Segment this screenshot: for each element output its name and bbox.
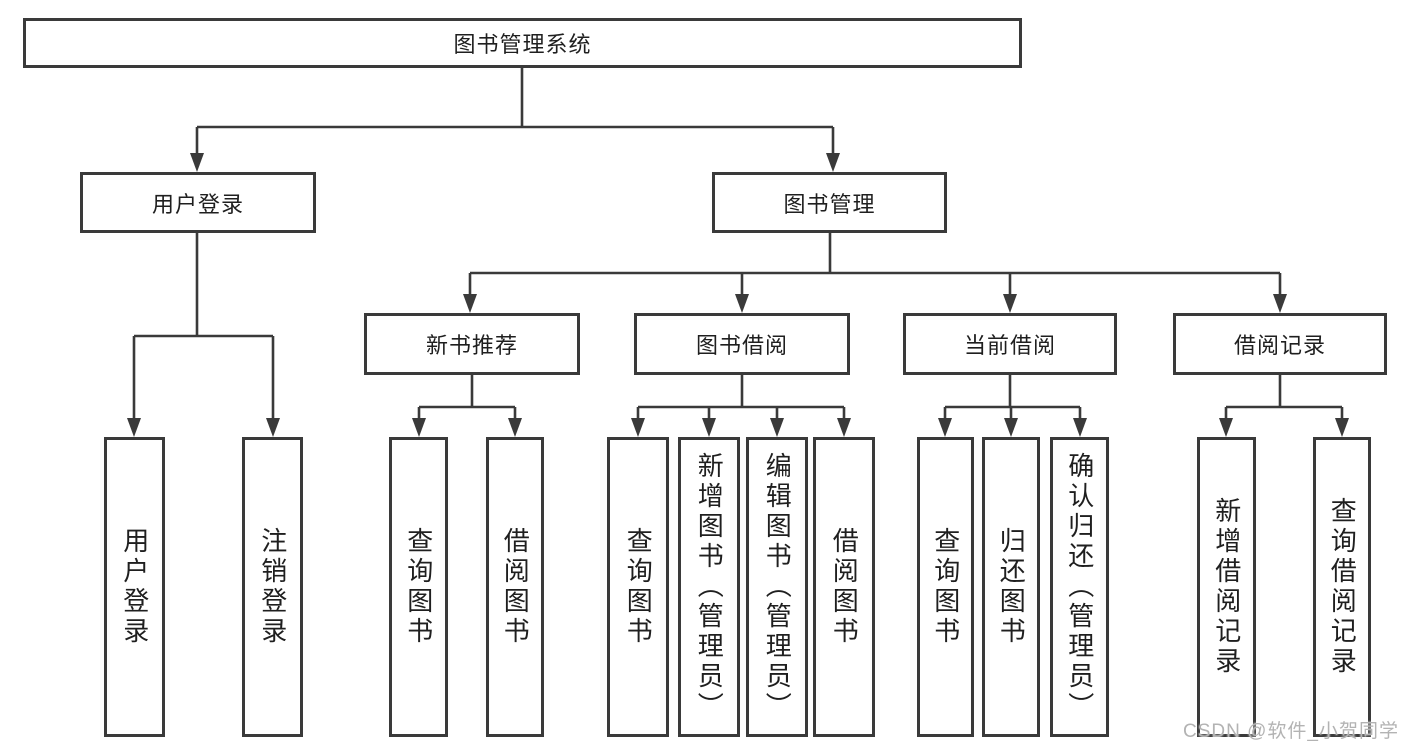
- arrow-down-icon: [412, 418, 426, 437]
- leaf-logout: 注销登录: [242, 437, 303, 737]
- arrow-down-icon: [127, 418, 141, 437]
- node-borrow-records: 借阅记录: [1173, 313, 1387, 375]
- edge-current-borrow-to-leaves: [938, 375, 1087, 437]
- arrow-down-icon: [1073, 418, 1087, 437]
- leaf-borrow-books: 借阅图书: [813, 437, 875, 737]
- node-label: 归还图书: [996, 527, 1027, 647]
- arrow-down-icon: [1003, 294, 1017, 313]
- node-label: 图书管理系统: [453, 32, 592, 57]
- leaf-borrow-books-recommend: 借阅图书: [486, 437, 544, 737]
- edge-book-management-to-level2: [463, 233, 1287, 313]
- arrow-down-icon: [735, 294, 749, 313]
- arrow-down-icon: [826, 153, 840, 172]
- leaf-query-books-current: 查询图书: [917, 437, 974, 737]
- node-label: 图书管理: [783, 191, 876, 217]
- node-label: 借阅图书: [829, 527, 860, 647]
- leaf-query-borrow-record: 查询借阅记录: [1313, 437, 1371, 737]
- edge-user-login-to-leaves: [127, 233, 280, 437]
- node-label: 用户登录: [119, 527, 150, 647]
- node-book-borrow: 图书借阅: [634, 313, 850, 375]
- node-label: 用户登录: [151, 191, 244, 217]
- arrow-down-icon: [508, 418, 522, 437]
- arrow-down-icon: [702, 418, 716, 437]
- arrow-down-icon: [837, 418, 851, 437]
- arrow-down-icon: [190, 153, 204, 172]
- node-label: 借阅图书: [500, 527, 531, 647]
- node-label: 借阅记录: [1233, 333, 1326, 358]
- arrow-down-icon: [266, 418, 280, 437]
- leaf-edit-books-admin: 编辑图书（管理员）: [746, 437, 808, 737]
- leaf-add-borrow-record: 新增借阅记录: [1197, 437, 1256, 737]
- node-label: 查询图书: [403, 527, 434, 647]
- csdn-watermark: CSDN @软件_小贺同学: [1183, 721, 1399, 742]
- node-label: 注销登录: [257, 527, 288, 647]
- leaf-return-books: 归还图书: [982, 437, 1040, 737]
- arrow-down-icon: [770, 418, 784, 437]
- node-label: 图书借阅: [695, 333, 788, 358]
- node-book-management: 图书管理: [712, 172, 947, 233]
- node-label: 编辑图书（管理员）: [762, 452, 793, 722]
- node-label: 查询图书: [623, 527, 654, 647]
- arrow-down-icon: [1004, 418, 1018, 437]
- node-label: 新增借阅记录: [1211, 497, 1242, 677]
- node-label: 新增图书（管理员）: [694, 452, 725, 722]
- node-label: 查询图书: [930, 527, 961, 647]
- leaf-add-books-admin: 新增图书（管理员）: [678, 437, 740, 737]
- edge-root-to-level1: [190, 68, 840, 172]
- arrow-down-icon: [1219, 418, 1233, 437]
- edge-new-book-recommend-to-leaves: [412, 375, 522, 437]
- arrow-down-icon: [1335, 418, 1349, 437]
- leaf-query-books-borrow: 查询图书: [607, 437, 669, 737]
- node-user-login: 用户登录: [80, 172, 316, 233]
- arrow-down-icon: [1273, 294, 1287, 313]
- node-new-book-recommend: 新书推荐: [364, 313, 580, 375]
- node-label: 新书推荐: [425, 333, 518, 358]
- node-label: 当前借阅: [963, 333, 1056, 358]
- leaf-confirm-return-admin: 确认归还（管理员）: [1050, 437, 1109, 737]
- edge-book-borrow-to-leaves: [631, 375, 851, 437]
- edge-borrow-records-to-leaves: [1219, 375, 1349, 437]
- leaf-user-login: 用户登录: [104, 437, 165, 737]
- node-label: 确认归还（管理员）: [1064, 452, 1095, 722]
- leaf-query-books-recommend: 查询图书: [389, 437, 448, 737]
- arrow-down-icon: [463, 294, 477, 313]
- arrow-down-icon: [938, 418, 952, 437]
- node-current-borrow: 当前借阅: [903, 313, 1117, 375]
- arrow-down-icon: [631, 418, 645, 437]
- node-library-system: 图书管理系统: [23, 18, 1022, 68]
- node-label: 查询借阅记录: [1327, 497, 1358, 677]
